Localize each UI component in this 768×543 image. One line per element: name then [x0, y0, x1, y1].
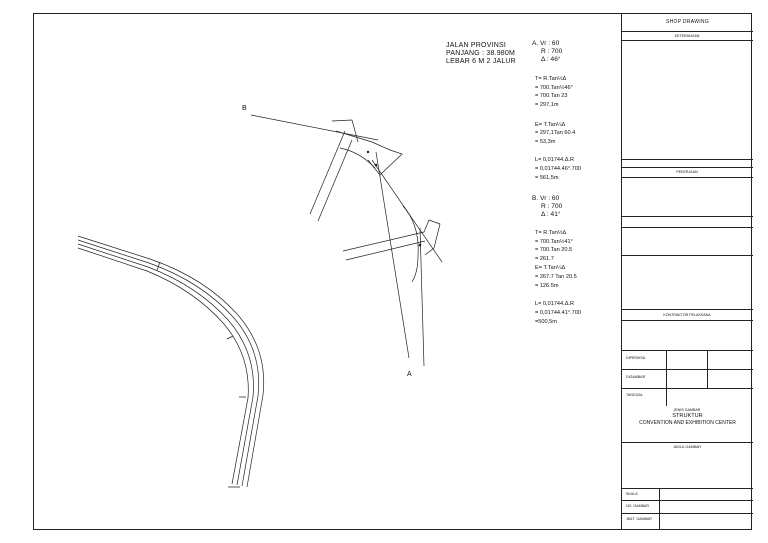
road-edge-innermost — [77, 247, 249, 485]
curve-b-t-line: = 700.Tan 20.5 — [535, 247, 573, 253]
struktur-label: STRUKTUR — [672, 413, 703, 419]
diperiksa-label: DIPERIKSA — [626, 356, 646, 360]
curve-b-delta: Δ : 41° — [541, 211, 561, 218]
project-name: CONVENTION AND EXHIBITION CENTER — [639, 420, 736, 426]
curve-a-radius: R : 700 — [541, 48, 563, 55]
pi-marker-a — [374, 163, 378, 167]
jumlah-gambar-label: JMLT. GAMBAR — [626, 517, 652, 521]
kontraktor-label: KONTRAKTOR PELAKSANA — [663, 313, 711, 317]
road-info-line-1: JALAN PROVINSI — [446, 42, 506, 49]
pi-marker-b — [418, 243, 422, 247]
title-block: SHOP DRAWING KETERANGAN PEKERJAAN KONTRA… — [621, 13, 753, 530]
curve-b-heading: B. Vr : 60 — [532, 195, 560, 202]
curve-b-l-line: L= 0,01744.Δ.R — [535, 301, 575, 307]
road-alignment-drawing — [77, 114, 443, 488]
tangent-line-a — [375, 151, 410, 359]
curve-b-l-line: =500,5m — [535, 319, 557, 325]
curve-b-l-line: = 0,01744.41°.700 — [535, 310, 581, 316]
road-edge-outer — [77, 235, 264, 488]
skala-label: SKALA — [626, 492, 638, 496]
curve-a-e-line: = 53,3m — [535, 139, 556, 145]
curve-b-t-line: = 261.7 — [535, 256, 554, 262]
title-block-title: SHOP DRAWING — [665, 19, 710, 25]
jenis-gambar-label: JENIS GAMBAR — [673, 408, 701, 412]
point-label-a: A — [407, 371, 412, 378]
curve-b-t-line: = 700.Tan½41° — [535, 239, 573, 245]
curve-a-e-line: E= T.Tan¼Δ — [535, 122, 566, 128]
road-info-line-2: PANJANG : 38.980M — [446, 50, 516, 57]
curve-a-t-line: T= R.Tan½Δ — [535, 76, 567, 82]
road-edge-inner — [77, 243, 254, 486]
curve-b-e-line: = 126.5m — [535, 283, 559, 289]
curve-b-bar — [342, 231, 426, 261]
curve-b-bracket — [423, 219, 441, 256]
station-ticks — [156, 261, 246, 488]
curve-a-arc — [317, 139, 353, 222]
curve-b-e-line: E= T.Tan¼Δ — [535, 265, 566, 271]
tanggal-label: TANGGAL — [626, 393, 643, 397]
curve-a-l-line: = 561,5m — [535, 175, 559, 181]
road-edge-center — [77, 239, 260, 487]
curve-a-e-line: = 297,1Tan 60.4 — [535, 130, 576, 136]
curve-a-l-line: L= 0,01744.Δ.R — [535, 157, 575, 163]
curve-a-arc-2 — [339, 147, 376, 169]
no-gambar-label: NO. GAMBAR — [626, 504, 649, 508]
curve-b-radius: R : 700 — [541, 203, 563, 210]
curve-a-heading: A. Vr : 60 — [532, 40, 560, 47]
pekerjaan-label: PEKERJAAN — [676, 170, 698, 174]
curve-a-node — [366, 150, 370, 154]
curve-a-bar-right — [309, 130, 346, 215]
point-label-b: B — [242, 105, 247, 112]
curve-a-bracket — [331, 119, 403, 176]
road-info-line-3: LEBAR 6 M 2 JALUR — [446, 58, 516, 65]
curve-a-t-line: = 297,1m — [535, 102, 559, 108]
curve-b-e-line: = 267.7 Tan 20.5 — [535, 274, 577, 280]
curve-a-l-line: = 0,01744.46°.700 — [535, 166, 581, 172]
curve-b-t-line: T= R.Tan½Δ — [535, 230, 567, 236]
tangent-line-b — [250, 114, 379, 141]
digambar-label: DIGAMBAR — [626, 375, 646, 379]
curve-a-t-line: = 700.Tan 23 — [535, 93, 568, 99]
curve-b-arc — [402, 205, 419, 283]
curve-b-tangent — [419, 227, 425, 367]
judul-gambar-label: JUDUL GAMBAR — [672, 445, 702, 449]
keterangan-label: KETERANGAN — [674, 34, 700, 38]
curve-a-delta: Δ : 46° — [541, 56, 561, 63]
curve-a-t-line: = 700.Tan½46° — [535, 85, 573, 91]
drawing-sheet-border — [33, 13, 752, 530]
